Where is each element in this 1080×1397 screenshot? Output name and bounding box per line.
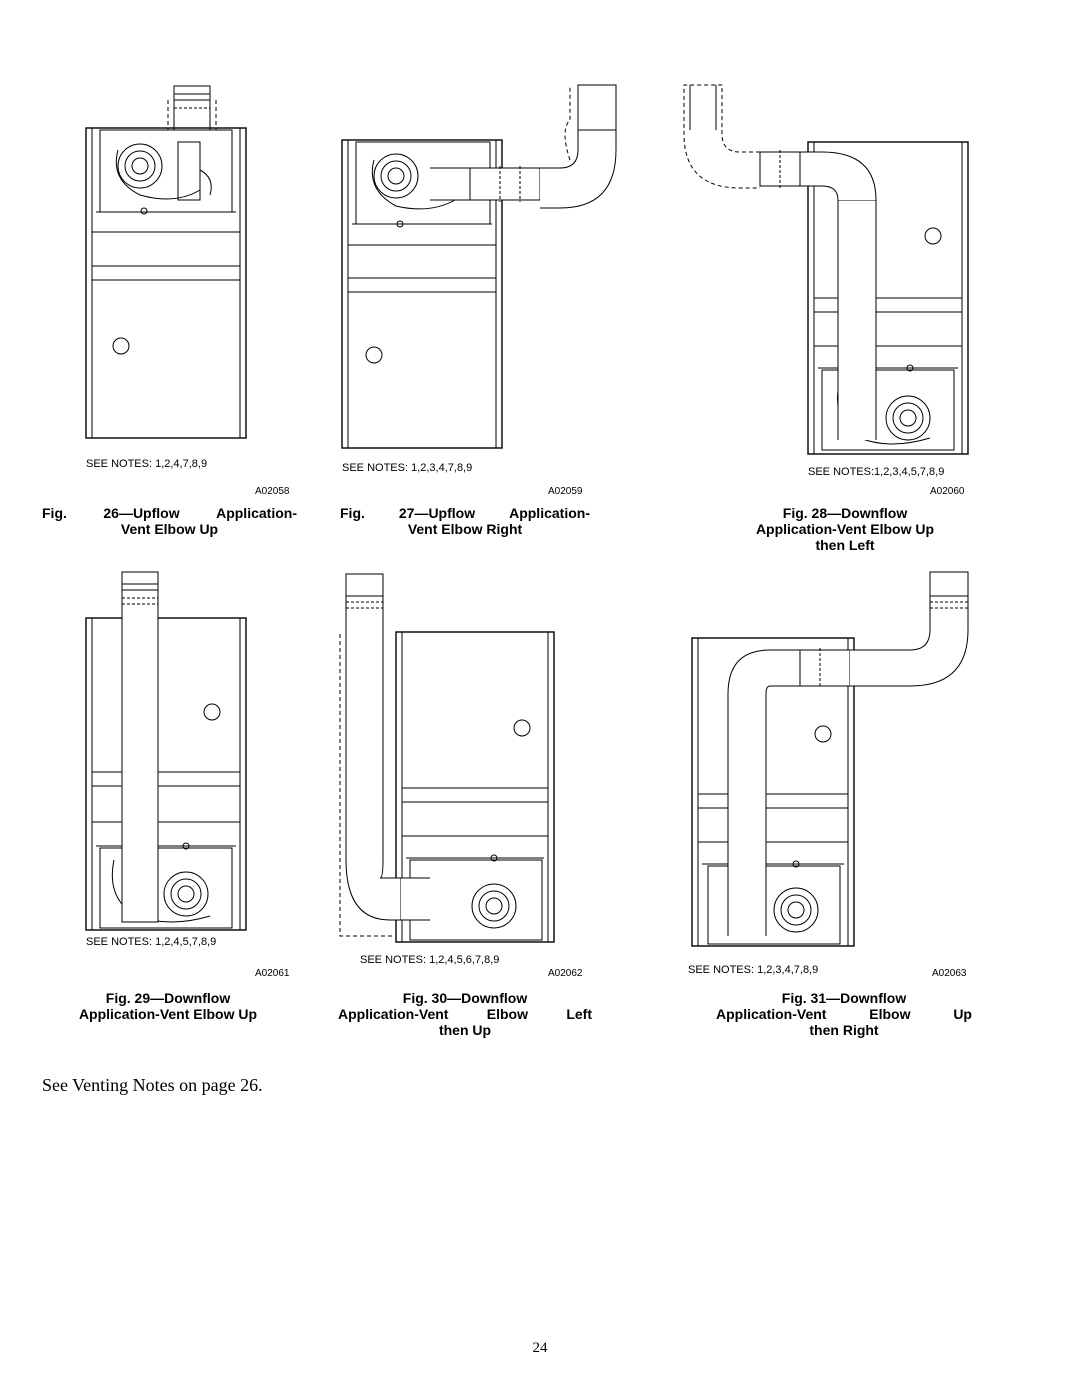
figure-code: A02058: [255, 486, 290, 497]
furnace-drawing-fig27: [341, 84, 617, 449]
caption-line-3: then Up: [438, 1022, 492, 1038]
see-notes-label: SEE NOTES: 1,2,4,5,7,8,9: [86, 936, 217, 948]
figure-code: A02059: [548, 486, 583, 497]
furnace-drawing-fig26: [85, 85, 247, 439]
figure-31: SEE NOTES: 1,2,3,4,7,8,9 A02063 Fig. 31—…: [0, 560, 1080, 1040]
furnace-drawing-fig28: [683, 84, 969, 455]
caption-line-2: Application-Vent Elbow Up: [78, 1006, 258, 1022]
see-notes-label: SEE NOTES: 1,2,4,5,6,7,8,9: [360, 954, 500, 966]
caption-line-1: Fig. 31—Downflow: [781, 990, 907, 1006]
furnace-drawing-fig29: [85, 571, 247, 931]
figure-29: SEE NOTES: 1,2,4,5,7,8,9 A02061 Fig. 29—…: [0, 560, 360, 1040]
caption-line-3: then Right: [809, 1022, 879, 1038]
figure-code: A02063: [932, 968, 967, 979]
figure-27: SEE NOTES: 1,2,3,4,7,8,9 A02059 Fig.27—U…: [0, 0, 720, 545]
caption-line-1: Fig. 29—Downflow: [105, 990, 231, 1006]
figure-26: SEE NOTES: 1,2,4,7,8,9 A02058 Fig.26—Upf…: [0, 0, 360, 545]
caption-line-2: Vent Elbow Right: [407, 521, 523, 537]
figure-30: SEE NOTES: 1,2,4,5,6,7,8,9 A02062 Fig. 3…: [0, 560, 720, 1040]
caption-line-3: then Left: [815, 537, 875, 553]
page-number: 24: [532, 1340, 548, 1356]
furnace-drawing-fig31: [691, 571, 969, 947]
figure-code: A02061: [255, 968, 290, 979]
caption-line-1: Fig. 28—Downflow: [782, 505, 908, 521]
venting-notes-reference: See Venting Notes on page 26.: [42, 1075, 263, 1095]
see-notes-label: SEE NOTES: 1,2,3,4,7,8,9: [688, 964, 819, 976]
caption-line-1: Fig. 30—Downflow: [402, 990, 528, 1006]
see-notes-label: SEE NOTES:1,2,3,4,5,7,8,9: [808, 466, 945, 478]
figure-28: SEE NOTES:1,2,3,4,5,7,8,9 A02060 Fig. 28…: [0, 0, 1080, 560]
see-notes-label: SEE NOTES: 1,2,3,4,7,8,9: [342, 462, 473, 474]
see-notes-label: SEE NOTES: 1,2,4,7,8,9: [86, 458, 208, 470]
figure-code: A02062: [548, 968, 583, 979]
figure-code: A02060: [930, 486, 965, 497]
figure-caption: Fig. 28—Downflow Application-Vent Elbow …: [730, 505, 960, 553]
furnace-drawing-fig30: [339, 573, 555, 943]
caption-line-2: Vent Elbow Up: [120, 521, 219, 537]
figure-caption: Fig. 29—Downflow Application-Vent Elbow …: [48, 990, 288, 1022]
caption-line-2: Application-Vent Elbow Up: [755, 521, 935, 537]
